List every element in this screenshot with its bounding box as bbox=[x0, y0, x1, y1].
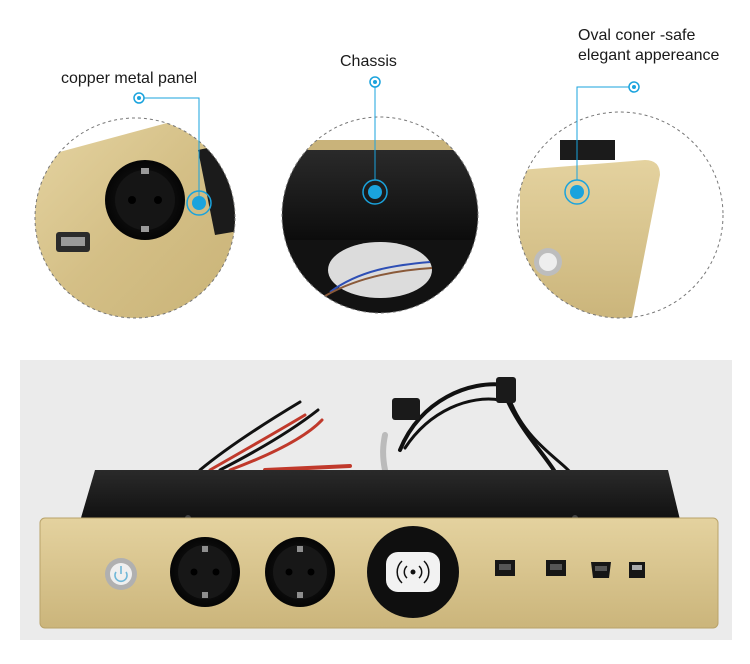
power-switch-icon bbox=[105, 558, 137, 590]
callout-label-copper-metal-panel: copper metal panel bbox=[61, 70, 198, 87]
ethernet-port-icon bbox=[495, 560, 515, 576]
callout-leader-oval-corner bbox=[564, 81, 640, 205]
power-socket-2-icon bbox=[265, 537, 335, 607]
schuko-socket-icon bbox=[105, 160, 185, 240]
usb-connector-icon bbox=[392, 398, 420, 420]
power-socket-1-icon bbox=[170, 537, 240, 607]
callout-leader-copper-panel bbox=[133, 92, 212, 216]
usb-port-panel-icon bbox=[629, 562, 645, 578]
callout-label-chassis: Chassis bbox=[340, 53, 397, 70]
callout-label-oval-corner-line2: elegant appereance bbox=[578, 47, 720, 64]
usb-port-icon bbox=[56, 232, 90, 252]
callout-label-oval-corner-line1: Oval coner -safe bbox=[578, 27, 696, 44]
detail-circle-chassis bbox=[281, 116, 479, 314]
phone-port-icon bbox=[546, 560, 566, 576]
callout-leader-chassis bbox=[362, 76, 388, 205]
hdmi-connector-icon bbox=[496, 377, 516, 403]
product-photo bbox=[20, 360, 732, 640]
black-chassis-box bbox=[78, 470, 682, 528]
detail-circle-copper-panel bbox=[34, 117, 236, 319]
cables bbox=[198, 382, 572, 474]
detail-circle-oval-corner bbox=[516, 111, 724, 319]
wireless-charger-icon bbox=[367, 526, 459, 618]
power-button-icon bbox=[534, 248, 562, 276]
hdmi-port-icon bbox=[591, 562, 611, 578]
